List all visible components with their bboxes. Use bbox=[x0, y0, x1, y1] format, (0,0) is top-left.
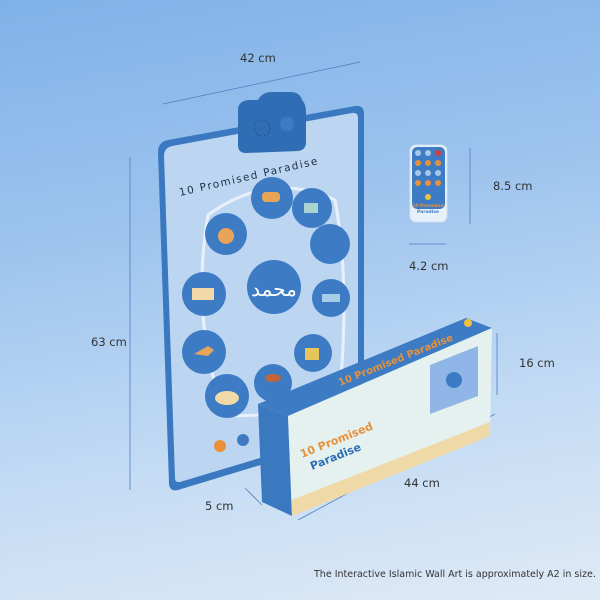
topic-illustrations bbox=[192, 192, 340, 405]
mode-button-icon bbox=[237, 434, 249, 446]
box-length-label: 44 cm bbox=[404, 476, 440, 490]
speaker-grille-icon bbox=[253, 119, 271, 137]
box-depth-label: 5 cm bbox=[205, 499, 234, 513]
chart-height-label: 63 cm bbox=[91, 335, 127, 349]
speaker-clip bbox=[238, 92, 306, 153]
center-circle bbox=[247, 260, 301, 314]
topic-circle bbox=[310, 224, 350, 264]
remote-width-label: 4.2 cm bbox=[409, 259, 449, 273]
topic-circle bbox=[254, 364, 292, 402]
remote-height-label: 8.5 cm bbox=[493, 179, 533, 193]
box-depth-line bbox=[244, 487, 263, 506]
box-side bbox=[258, 404, 292, 516]
play-button-icon bbox=[214, 440, 226, 452]
box-top bbox=[258, 318, 492, 416]
chart-width-label: 42 cm bbox=[240, 51, 276, 65]
size-caption: The Interactive Islamic Wall Art is appr… bbox=[314, 569, 596, 580]
topic-circles bbox=[182, 177, 350, 418]
remote-label-2: Paradise bbox=[417, 209, 439, 215]
power-button[interactable] bbox=[280, 117, 294, 131]
remote-control: 10 Promised Paradise bbox=[409, 144, 448, 223]
remote-label-1: 10 Promised bbox=[412, 203, 444, 209]
muhammad-calligraphy-icon: محمد bbox=[251, 277, 297, 301]
remote-buttons bbox=[415, 150, 441, 186]
product-box: 10 Promised Paradise 10 Promised Paradis… bbox=[258, 318, 492, 516]
width-line bbox=[162, 61, 361, 105]
box-height-label: 16 cm bbox=[519, 356, 555, 370]
